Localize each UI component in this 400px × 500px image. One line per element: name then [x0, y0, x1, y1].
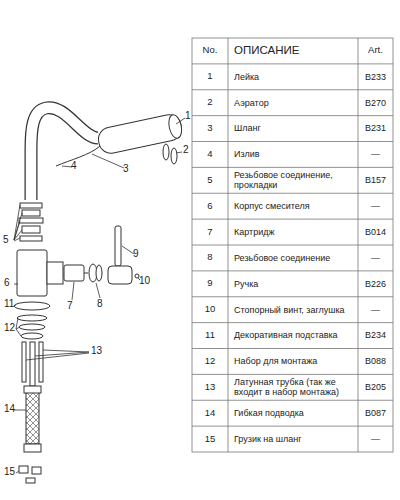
callout-number: 1 [184, 110, 192, 122]
table-cell: B087 [361, 400, 390, 426]
leader-lines [14, 118, 185, 473]
table-cell: B234 [361, 323, 390, 349]
table-cell: Декоративная подставка [231, 323, 355, 349]
table-cell: Корпус смесителя [231, 193, 355, 219]
table-cell: 10 [195, 297, 225, 323]
table-cell: Излив [231, 142, 355, 168]
callout-number: 15 [3, 466, 16, 478]
table-cell: 2 [195, 90, 225, 116]
callout-number: 5 [2, 234, 10, 246]
table-cell: 3 [195, 116, 225, 142]
table-cell: Гибкая подводка [231, 400, 355, 426]
table-cell: 12 [195, 349, 225, 375]
table-header: No. [195, 38, 225, 64]
table-cell: — [361, 245, 390, 271]
callout-number: 10 [138, 275, 151, 287]
table-cell: B157 [361, 167, 390, 193]
table-header: Art. [361, 38, 390, 64]
table-cell: B088 [361, 349, 390, 375]
table-cell: B270 [361, 90, 390, 116]
table-cell: 15 [195, 426, 225, 452]
table-cell: Картридж [231, 219, 355, 245]
callout-number: 13 [90, 345, 103, 357]
table-cell: 11 [195, 323, 225, 349]
table-cell: Латунная трубка (так же входит в набор м… [231, 374, 355, 400]
table-cell: — [361, 142, 390, 168]
callout-number: 12 [3, 322, 16, 334]
parts-table-grid [192, 38, 393, 452]
table-cell: B205 [361, 374, 390, 400]
table-cell: 5 [195, 167, 225, 193]
table-cell: Резьбовое соединение, прокладки [231, 167, 355, 193]
table-cell: 7 [195, 219, 225, 245]
table-cell: — [361, 193, 390, 219]
callout-number: 8 [96, 298, 104, 310]
table-cell: Ручка [231, 271, 355, 297]
table-cell: B226 [361, 271, 390, 297]
table-cell: B233 [361, 64, 390, 90]
table-cell: Лейка [231, 64, 355, 90]
table-cell: — [361, 297, 390, 323]
table-header: ОПИСАНИЕ [231, 38, 355, 64]
table-cell: B014 [361, 219, 390, 245]
callout-number: 14 [3, 403, 16, 415]
table-cell: Стопорный винт, заглушка [231, 297, 355, 323]
table-cell: 8 [195, 245, 225, 271]
table-cell: Грузик на шланг [231, 426, 355, 452]
callout-number: 3 [122, 163, 130, 175]
table-cell: Аэратор [231, 90, 355, 116]
table-cell: Набор для монтажа [231, 349, 355, 375]
table-cell: B231 [361, 116, 390, 142]
callout-number: 2 [182, 144, 190, 156]
callout-number: 7 [66, 300, 74, 312]
table-cell: 1 [195, 64, 225, 90]
callout-number: 9 [132, 248, 140, 260]
table-cell: 13 [195, 374, 225, 400]
table-cell: 14 [195, 400, 225, 426]
faucet-drawing [14, 108, 184, 483]
table-cell: 4 [195, 142, 225, 168]
table-cell: Шланг [231, 116, 355, 142]
table-cell: — [361, 426, 390, 452]
table-cell: 9 [195, 271, 225, 297]
table-cell: 6 [195, 193, 225, 219]
table-cell: Резьбовое соединение [231, 245, 355, 271]
callout-number: 11 [3, 298, 15, 310]
callout-number: 4 [70, 160, 78, 172]
callout-number: 6 [3, 277, 11, 289]
